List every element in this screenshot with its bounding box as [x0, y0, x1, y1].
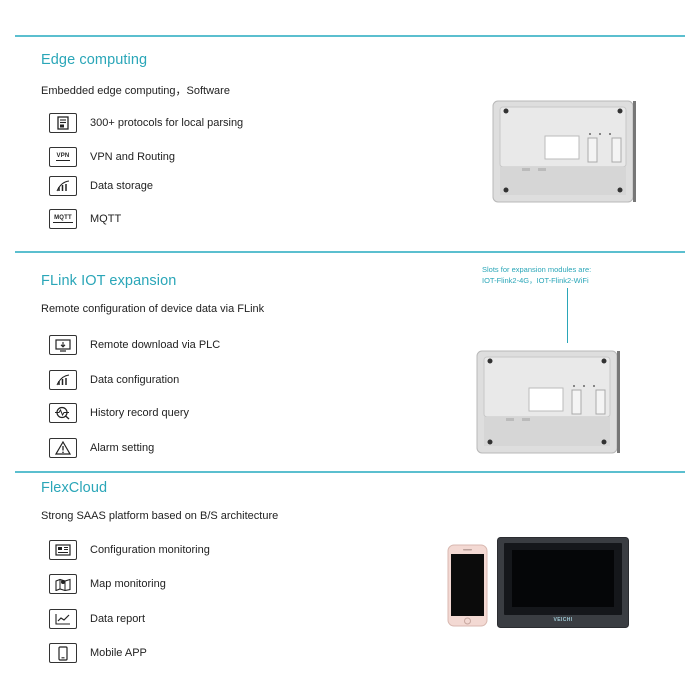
feature-label: Alarm setting: [90, 442, 155, 454]
section-title-flexcloud: FlexCloud: [41, 480, 108, 496]
section-title-edge-computing: Edge computing: [41, 52, 148, 68]
hmi-brand-logo: VEICHI: [553, 617, 573, 623]
section-divider: [15, 471, 685, 473]
map-icon: [49, 574, 77, 594]
feature-mqtt: MQTT MQTT: [49, 208, 121, 230]
magnifier-pulse-icon: [49, 403, 77, 423]
section-divider: [15, 251, 685, 253]
feature-remote-download: Remote download via PLC: [49, 334, 220, 356]
section-title-flink: FLink IOT expansion: [41, 273, 177, 289]
feature-label: Remote download via PLC: [90, 339, 221, 351]
monitor-download-icon: [49, 335, 77, 355]
feature-history-query: History record query: [49, 402, 189, 424]
phone-icon: [49, 643, 77, 663]
feature-label: Data report: [90, 613, 146, 625]
document-icon: [49, 113, 77, 133]
feature-data-report: Data report: [49, 608, 145, 630]
bar-chart-icon: [49, 370, 77, 390]
line-chart-icon: [49, 609, 77, 629]
callout-line-1: Slots for expansion modules are:: [482, 265, 592, 274]
device-back-image: [492, 100, 636, 203]
section-subtitle-edge-computing: Embedded edge computing，Software: [41, 85, 230, 97]
section-subtitle-flexcloud: Strong SAAS platform based on B/S archit…: [41, 510, 279, 522]
feature-label: Map monitoring: [90, 578, 166, 590]
warning-icon: [49, 438, 77, 458]
device-back-expansion-image: [476, 350, 620, 454]
feature-alarm-setting: Alarm setting: [49, 437, 154, 459]
feature-label: Mobile APP: [90, 647, 147, 659]
feature-configuration-monitoring: Configuration monitoring: [49, 539, 210, 561]
feature-label: VPN and Routing: [90, 151, 175, 163]
dashboard-icon: [49, 540, 77, 560]
feature-vpn: VPN VPN and Routing: [49, 146, 175, 168]
bar-chart-icon: [49, 176, 77, 196]
section-subtitle-flink: Remote configuration of device data via …: [41, 303, 265, 315]
feature-label: Data storage: [90, 180, 153, 192]
mqtt-icon: MQTT: [49, 209, 77, 229]
callout-pointer: [567, 288, 569, 343]
vpn-icon: VPN: [49, 147, 77, 167]
feature-label: MQTT: [90, 213, 122, 225]
hmi-front-image: VEICHI: [497, 537, 629, 628]
feature-label: Configuration monitoring: [90, 544, 210, 556]
callout-line-2: IOT-Flink2-4G，IOT-Flink2-WiFi: [482, 276, 589, 285]
smartphone-image: [447, 544, 488, 627]
feature-label: 300+ protocols for local parsing: [90, 117, 244, 129]
feature-protocols: 300+ protocols for local parsing: [49, 112, 243, 134]
feature-label: History record query: [90, 407, 190, 419]
feature-map-monitoring: Map monitoring: [49, 573, 166, 595]
section-divider: [15, 35, 685, 37]
feature-data-storage: Data storage: [49, 175, 153, 197]
feature-label: Data configuration: [90, 374, 180, 386]
feature-data-configuration: Data configuration: [49, 369, 179, 391]
expansion-slots-callout: Slots for expansion modules are: IOT-Fli…: [482, 264, 591, 286]
feature-mobile-app: Mobile APP: [49, 642, 147, 664]
